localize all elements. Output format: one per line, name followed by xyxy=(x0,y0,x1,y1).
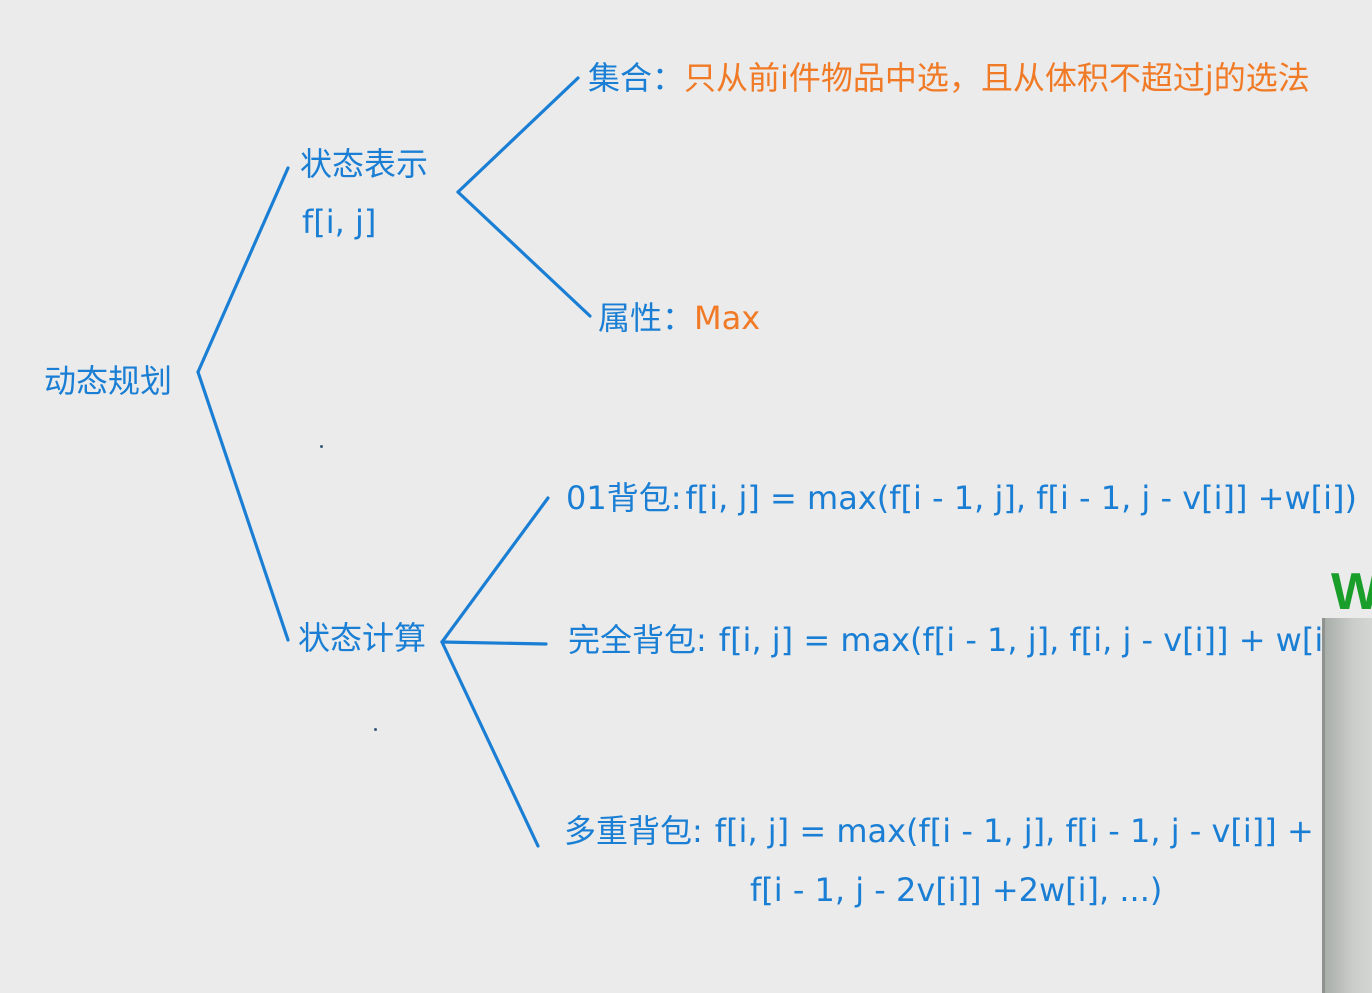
knapsack-complete-node: 完全背包: f[i, j] = max(f[i - 1, j], f[i, j -… xyxy=(568,624,1348,656)
connector-repr-to-attr xyxy=(456,190,592,318)
knapsack-multiple-formula: f[i, j] = max(f[i - 1, j], f[i - 1, j - … xyxy=(714,812,1372,850)
state-repr-node: 状态表示 xyxy=(300,148,428,180)
state-calc-title: 状态计算 xyxy=(298,619,427,657)
video-overlay-panel xyxy=(1322,618,1372,993)
knapsack-complete-formula: f[i, j] = max(f[i - 1, j], f[i, j - v[i]… xyxy=(718,621,1349,659)
knapsack-01-node: 01背包:f[i, j] = max(f[i - 1, j], f[i - 1,… xyxy=(566,482,1357,514)
connector-root-to-state-repr xyxy=(196,166,290,374)
set-label: 集合： xyxy=(588,59,685,97)
state-repr-formula: f[i, j] xyxy=(302,203,377,241)
knapsack-complete-label: 完全背包: xyxy=(568,621,707,659)
connector-calc-to-01 xyxy=(440,496,550,644)
knapsack-01-label: 01背包: xyxy=(566,479,682,517)
root-node-dynamic-programming: 动态规划 xyxy=(44,365,172,397)
attr-value: Max xyxy=(694,299,761,337)
knapsack-multiple-label: 多重背包: xyxy=(564,812,703,850)
edge-overlay-glyph: W xyxy=(1331,563,1372,621)
state-repr-formula-node: f[i, j] xyxy=(302,206,376,238)
stray-dot xyxy=(320,445,323,448)
connector-calc-to-multiple xyxy=(440,640,540,848)
attr-label: 属性： xyxy=(598,299,695,337)
set-value: 只从前i件物品中选，且从体积不超过j的选法 xyxy=(684,59,1310,97)
set-node: 集合：只从前i件物品中选，且从体积不超过j的选法 xyxy=(588,62,1310,94)
connector-repr-to-set xyxy=(456,76,580,194)
knapsack-multiple-formula-line2-node: f[i - 1, j - 2v[i]] +2w[i], ...) xyxy=(750,874,1162,906)
connector-root-to-state-calc xyxy=(196,370,290,642)
root-label: 动态规划 xyxy=(44,362,173,400)
cropped-glyph-left: l xyxy=(0,210,1,250)
knapsack-multiple-node: 多重背包: f[i, j] = max(f[i - 1, j], f[i - 1,… xyxy=(564,815,1372,847)
stray-dot xyxy=(374,728,377,731)
knapsack-multiple-formula-line2: f[i - 1, j - 2v[i]] +2w[i], ...) xyxy=(750,871,1163,909)
attr-node: 属性：Max xyxy=(598,302,760,334)
connector-calc-to-complete xyxy=(440,640,548,646)
state-repr-title: 状态表示 xyxy=(300,145,429,183)
knapsack-01-formula: f[i, j] = max(f[i - 1, j], f[i - 1, j - … xyxy=(685,479,1357,517)
state-calc-node: 状态计算 xyxy=(298,622,426,654)
